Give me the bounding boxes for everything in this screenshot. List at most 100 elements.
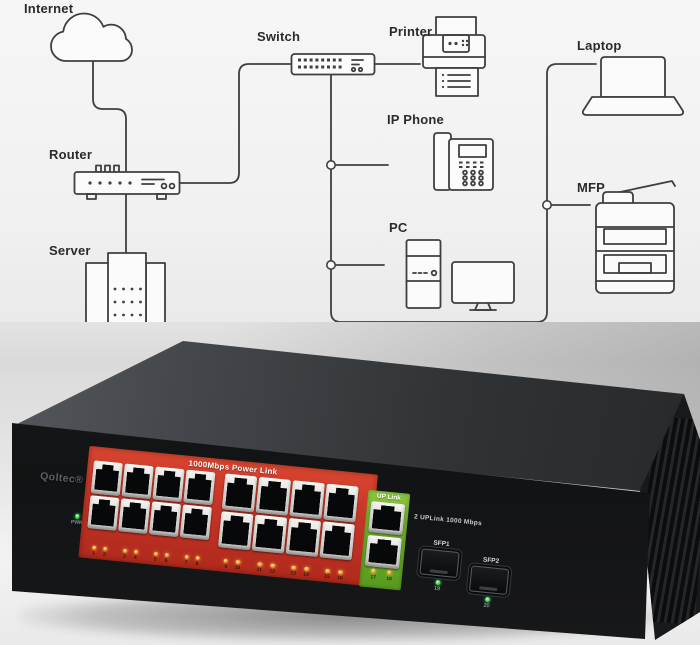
rj45-port <box>251 514 288 554</box>
rj45-jack <box>255 518 284 549</box>
port-number: 15 <box>324 574 331 580</box>
laptop-icon <box>581 56 685 116</box>
led-unit: 15 <box>324 568 332 580</box>
uplink-led <box>386 570 392 575</box>
rj45-jack <box>221 515 250 546</box>
port-number: 11 <box>256 567 263 574</box>
rj45-port <box>368 501 406 536</box>
port-number: 1 <box>91 551 96 557</box>
sfp-number: 20 <box>483 603 490 610</box>
poe-port-column <box>118 463 154 540</box>
label-switch: Switch <box>257 29 301 44</box>
led-unit: 17 <box>369 568 377 580</box>
poe-port-column <box>319 483 359 561</box>
port-number: 12 <box>269 568 276 575</box>
port-number: 5 <box>153 557 158 563</box>
poe-led-cell: 13 14 <box>284 564 317 579</box>
server-icon <box>78 252 172 334</box>
network-diagram: Internet Router Server Switch Printer IP… <box>0 0 700 340</box>
sfp-number: 19 <box>433 586 441 593</box>
rj45-port <box>87 495 120 531</box>
rj45-port <box>364 534 402 570</box>
rj45-port <box>319 521 355 561</box>
poe-port-group <box>87 460 216 546</box>
led-unit: 11 <box>256 561 263 574</box>
rj45-port <box>152 466 185 503</box>
rj45-port <box>90 460 123 497</box>
printer-icon <box>422 16 486 97</box>
port-led <box>325 568 331 574</box>
port-led <box>122 548 128 554</box>
sfp-cage <box>468 565 510 596</box>
rj45-jack <box>94 464 119 492</box>
rj45-jack <box>125 467 150 495</box>
rj45-port <box>121 463 154 500</box>
rj45-port <box>323 483 359 523</box>
led-unit: 5 <box>153 551 159 563</box>
rj45-jack <box>368 538 398 565</box>
port-led <box>91 545 97 551</box>
rj45-jack <box>372 504 402 531</box>
label-server: Server <box>49 243 91 258</box>
led-unit: 6 <box>164 552 170 564</box>
cloud-icon <box>50 12 133 62</box>
port-number: 10 <box>234 565 241 572</box>
port-led <box>270 562 276 568</box>
diagram-canvas <box>50 12 685 334</box>
led-unit: 4 <box>133 549 139 561</box>
led-unit: 1 <box>91 545 97 557</box>
led-unit: 14 <box>303 566 311 578</box>
led-unit: 16 <box>336 569 344 582</box>
port-led <box>291 565 297 570</box>
rj45-port <box>218 511 254 551</box>
port-led <box>153 551 159 557</box>
label-laptop: Laptop <box>577 38 622 53</box>
label-router: Router <box>49 147 93 162</box>
rj45-port <box>289 480 325 520</box>
rj45-jack <box>327 487 356 518</box>
port-number: 2 <box>103 552 107 558</box>
port-number: 13 <box>290 570 297 577</box>
port-led <box>195 555 201 561</box>
rj45-jack <box>156 470 181 498</box>
rj45-port <box>183 469 216 506</box>
poe-port-column <box>285 480 325 558</box>
led-unit: 7 <box>184 554 190 566</box>
rj45-jack <box>225 477 254 508</box>
poe-port-group <box>218 473 359 561</box>
port-number: 7 <box>184 560 188 566</box>
uplink-port-number: 18 <box>385 575 392 582</box>
port-number: 4 <box>133 555 138 561</box>
poe-port-column <box>179 469 216 547</box>
label-printer: Printer <box>389 24 433 39</box>
label-internet: Internet <box>24 1 74 16</box>
label-ip-phone: IP Phone <box>387 112 444 127</box>
uplink-caption: 2 UPLink 1000 Mbps <box>413 513 483 528</box>
rj45-jack <box>187 473 212 501</box>
rj45-port <box>179 504 212 541</box>
sfp-cage <box>419 548 460 579</box>
poe-port-column <box>87 460 123 537</box>
port-led <box>304 566 310 572</box>
rj45-jack <box>122 502 147 530</box>
uplink-ports <box>364 501 406 570</box>
mfp-icon <box>595 180 676 294</box>
led-unit: 13 <box>290 565 298 577</box>
brand-logo: Qoltec® <box>39 470 84 487</box>
rj45-jack <box>183 508 208 536</box>
switch-icon <box>290 53 376 76</box>
rj45-port <box>285 518 322 558</box>
rj45-port <box>255 476 292 516</box>
